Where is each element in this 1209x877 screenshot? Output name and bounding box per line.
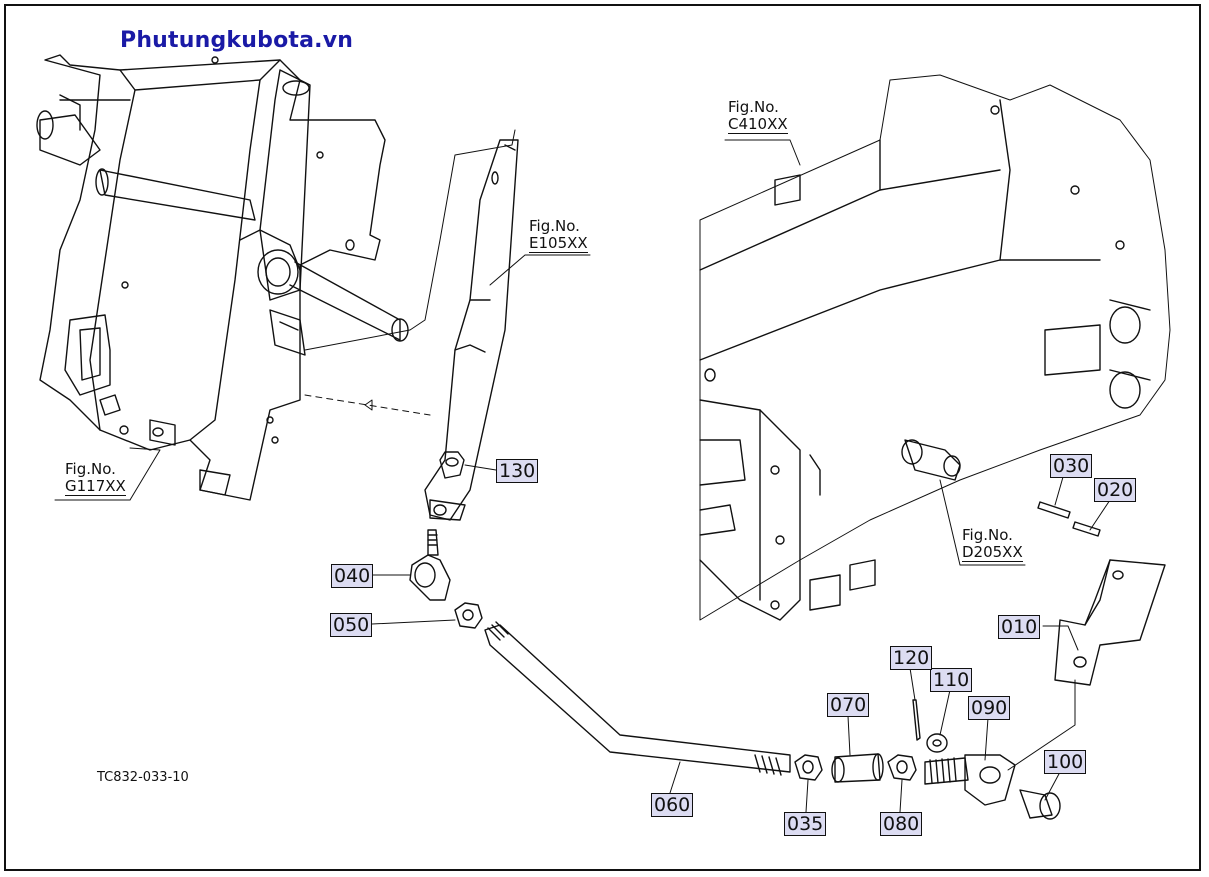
ref-c410-title: Fig.No. — [728, 98, 779, 116]
ref-e105-title: Fig.No. — [529, 217, 580, 235]
pin-100-drawing — [1019, 789, 1061, 820]
part-130-label[interactable]: 130 — [496, 459, 539, 483]
part-050-label[interactable]: 050 — [330, 613, 373, 637]
pins-020-030-drawing — [1037, 501, 1101, 537]
ball-joint-040-drawing — [409, 529, 451, 601]
ref-g117-title: Fig.No. — [65, 460, 116, 478]
part-040-label[interactable]: 040 — [331, 564, 374, 588]
drawing-code: TC832-033-10 — [97, 770, 189, 785]
ref-d205-code: D205XX — [962, 543, 1023, 562]
ref-c410: Fig.No. C410XX — [728, 99, 788, 134]
nut-050-drawing — [454, 602, 483, 629]
part-080-label[interactable]: 080 — [880, 812, 923, 836]
ref-d205: Fig.No. D205XX — [962, 527, 1023, 562]
ref-e105: Fig.No. E105XX — [529, 218, 588, 253]
part-110-label[interactable]: 110 — [930, 668, 973, 692]
part-020-label[interactable]: 020 — [1094, 478, 1137, 502]
nut-080-drawing — [887, 754, 917, 781]
washer-110-drawing — [926, 733, 948, 753]
part-060-label[interactable]: 060 — [651, 793, 694, 817]
ref-g117: Fig.No. G117XX — [65, 461, 126, 496]
pedal-arm-drawing — [304, 129, 519, 521]
part-035-label[interactable]: 035 — [784, 812, 827, 836]
nut-035-drawing — [794, 754, 823, 781]
transmission-housing-drawing — [699, 74, 1171, 621]
ref-d205-title: Fig.No. — [962, 526, 1013, 544]
rod-060-drawing — [484, 621, 791, 776]
part-100-label[interactable]: 100 — [1044, 750, 1087, 774]
clevis-090-drawing — [924, 754, 1016, 806]
ref-g117-code: G117XX — [65, 477, 126, 496]
part-010-label[interactable]: 010 — [998, 615, 1041, 639]
leader-lines — [54, 139, 1111, 813]
nut-130-drawing — [439, 451, 465, 479]
watermark-text: Phutungkubota.vn — [120, 28, 354, 53]
split-pin-120-drawing — [912, 699, 921, 741]
ref-c410-code: C410XX — [728, 115, 788, 134]
lever-010-drawing — [1054, 559, 1166, 686]
diagram-frame — [4, 4, 1201, 871]
part-030-label[interactable]: 030 — [1050, 454, 1093, 478]
ref-e105-code: E105XX — [529, 234, 588, 253]
sleeve-070-drawing — [831, 753, 884, 783]
part-120-label[interactable]: 120 — [890, 646, 933, 670]
shaft-d205-drawing — [901, 439, 961, 481]
part-090-label[interactable]: 090 — [968, 696, 1011, 720]
pedal-bracket-drawing — [36, 54, 431, 501]
part-070-label[interactable]: 070 — [827, 693, 870, 717]
